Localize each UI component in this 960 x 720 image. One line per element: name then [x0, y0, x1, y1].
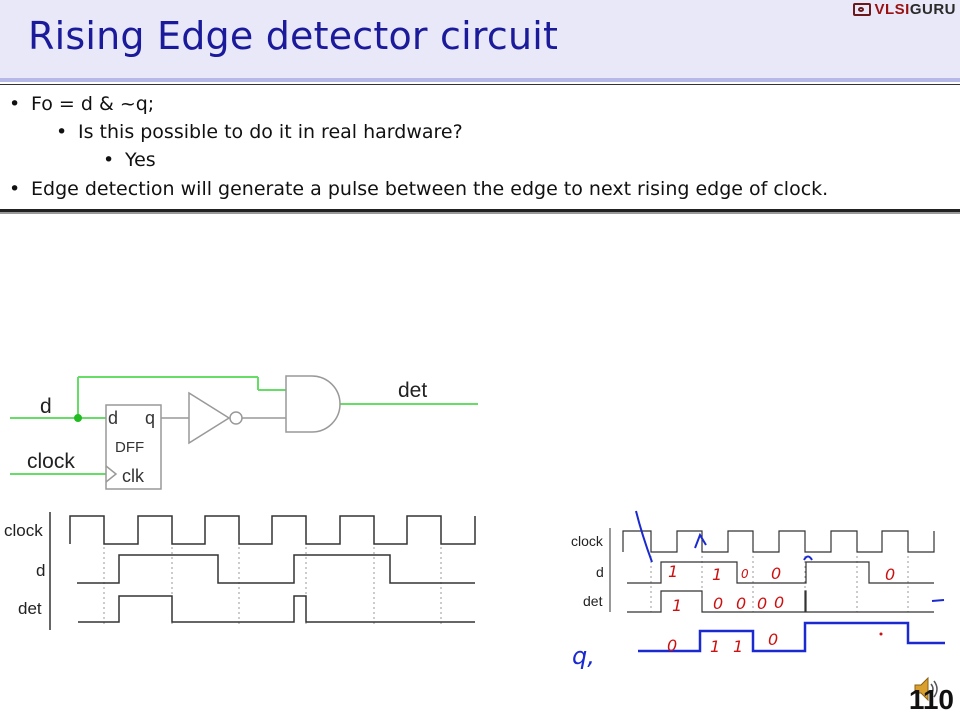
bullet-dot-icon: •: [9, 178, 21, 200]
wave2-d: [627, 561, 934, 584]
dff-name-label: DFF: [115, 439, 144, 456]
wave-label-d: d: [36, 561, 45, 580]
ink-d-mark: 0: [741, 567, 749, 581]
slide-title: Rising Edge detector circuit: [28, 14, 559, 58]
dff-clk-label: clk: [122, 466, 145, 486]
ink-dot: [879, 632, 883, 636]
bullet-item: •Is this possible to do it in real hardw…: [56, 121, 463, 143]
wave-det: [78, 595, 475, 623]
wave-clock: [69, 515, 476, 545]
handwritten-annotations: 1 1 0 0 0 1 0 0 0 0 q, 0 1 1 0: [572, 510, 945, 670]
wave2-label-det: det: [583, 593, 603, 609]
clock-edge-icon: [105, 465, 118, 483]
ink-q-mark: 1: [733, 637, 743, 656]
ink-det-mark: 0: [713, 594, 723, 613]
gates: [161, 375, 341, 445]
vlsiguru-logo: VLSIGURU: [853, 0, 956, 18]
ink-q-wave: [638, 621, 945, 653]
output-det-label: det: [398, 379, 427, 402]
junction-dot: [74, 414, 82, 422]
wave2-label-clock: clock: [571, 533, 604, 549]
ink-det-mark: 0: [757, 594, 767, 613]
page-number: 110: [908, 684, 954, 715]
logo-text: VLSIGURU: [874, 0, 956, 18]
title-bar: Rising Edge detector circuit VLSIGURU: [0, 0, 960, 82]
ink-q-mark: 1: [710, 637, 720, 656]
ink-q-mark: 0: [768, 630, 778, 649]
ink-d-mark: 1: [712, 565, 722, 584]
ink-det-mark: 1: [672, 596, 682, 615]
ink-d-mark: 0: [771, 564, 781, 583]
ink-arrow-icon: [694, 532, 707, 549]
ink-d-mark: 0: [885, 565, 895, 584]
ink-stroke: [931, 599, 945, 602]
bullet-item: •Fo = d & ~q;: [9, 93, 155, 115]
waveform-annotated: clock d det: [571, 528, 935, 613]
waveform-main: clock d det: [4, 512, 476, 630]
wave2-clock: [622, 530, 935, 553]
wave2-label-d: d: [596, 564, 604, 580]
circuit-diagram: d q DFF clk d clock det: [10, 375, 478, 490]
bullet-item: •Yes: [103, 149, 156, 171]
green-wires: [10, 376, 478, 475]
ink-q-label: q,: [572, 642, 595, 670]
dff-q-label: q: [145, 408, 155, 428]
ink-stroke: [803, 555, 813, 561]
bullet-dot-icon: •: [103, 149, 115, 171]
wave-label-clock: clock: [4, 521, 43, 540]
dff-d-label: d: [108, 408, 118, 428]
bullet-list: •Fo = d & ~q; •Is this possible to do it…: [0, 84, 960, 212]
wave-d: [77, 554, 475, 584]
bullet-dot-icon: •: [56, 121, 68, 143]
ink-stroke: [635, 510, 653, 563]
input-d-label: d: [40, 395, 52, 418]
ink-det-mark: 0: [736, 594, 746, 613]
bullet-item: •Edge detection will generate a pulse be…: [9, 178, 829, 200]
speaker-icon[interactable]: [912, 674, 942, 704]
bullet-dot-icon: •: [9, 93, 21, 115]
ink-q-mark: 0: [667, 636, 677, 655]
wave2-det: [627, 590, 934, 613]
input-clock-label: clock: [27, 450, 75, 473]
ink-det-mark: 0: [774, 593, 784, 612]
wave-label-det: det: [18, 599, 42, 618]
logo-mark-icon: [853, 2, 872, 16]
ink-d-mark: 1: [668, 562, 678, 581]
